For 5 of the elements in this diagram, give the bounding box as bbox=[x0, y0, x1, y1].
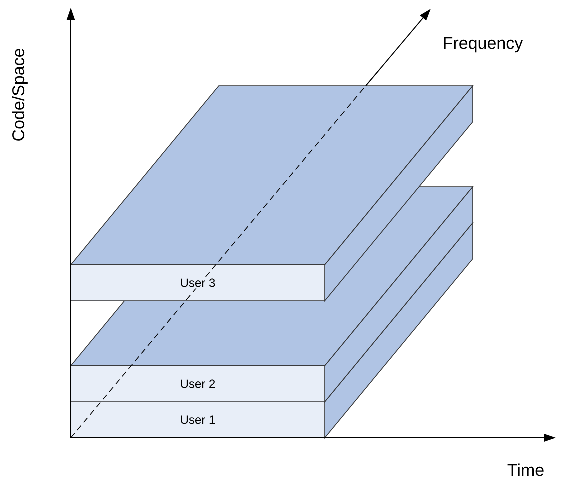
axis-label: Frequency bbox=[444, 37, 524, 53]
slab-label: User 2 bbox=[178, 378, 218, 390]
axis-label: Code/Space bbox=[12, 48, 28, 141]
axis-label: Time bbox=[508, 464, 544, 476]
slab-label: User 3 bbox=[178, 277, 218, 289]
